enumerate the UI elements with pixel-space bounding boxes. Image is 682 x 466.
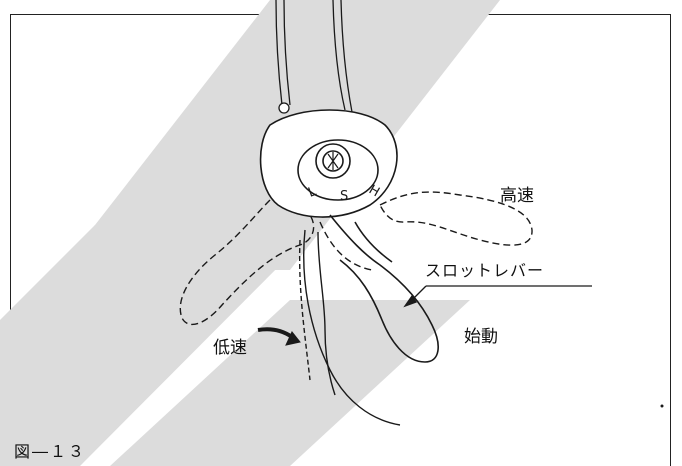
cables xyxy=(275,0,353,114)
dial-letter-s: S xyxy=(340,189,348,204)
watermark-stripe-mid xyxy=(0,225,320,466)
throttle-lever-label: スロットレバー xyxy=(425,261,545,280)
low-speed-arrow xyxy=(257,327,301,346)
low-speed-lever xyxy=(298,229,401,426)
start-label: 始動 xyxy=(464,327,498,347)
high-speed-label: 高速 xyxy=(500,186,534,206)
high-speed-lever-outline xyxy=(379,191,533,246)
throttle-pointer xyxy=(403,285,592,308)
stray-dot xyxy=(660,404,664,408)
watermark-stripe-low xyxy=(110,300,470,466)
watermark-logo xyxy=(0,0,500,466)
throttle-dial xyxy=(259,109,398,218)
figure-caption: 図―１３ xyxy=(14,442,87,461)
start-lever xyxy=(329,214,439,363)
low-speed-label: 低速 xyxy=(213,338,247,358)
